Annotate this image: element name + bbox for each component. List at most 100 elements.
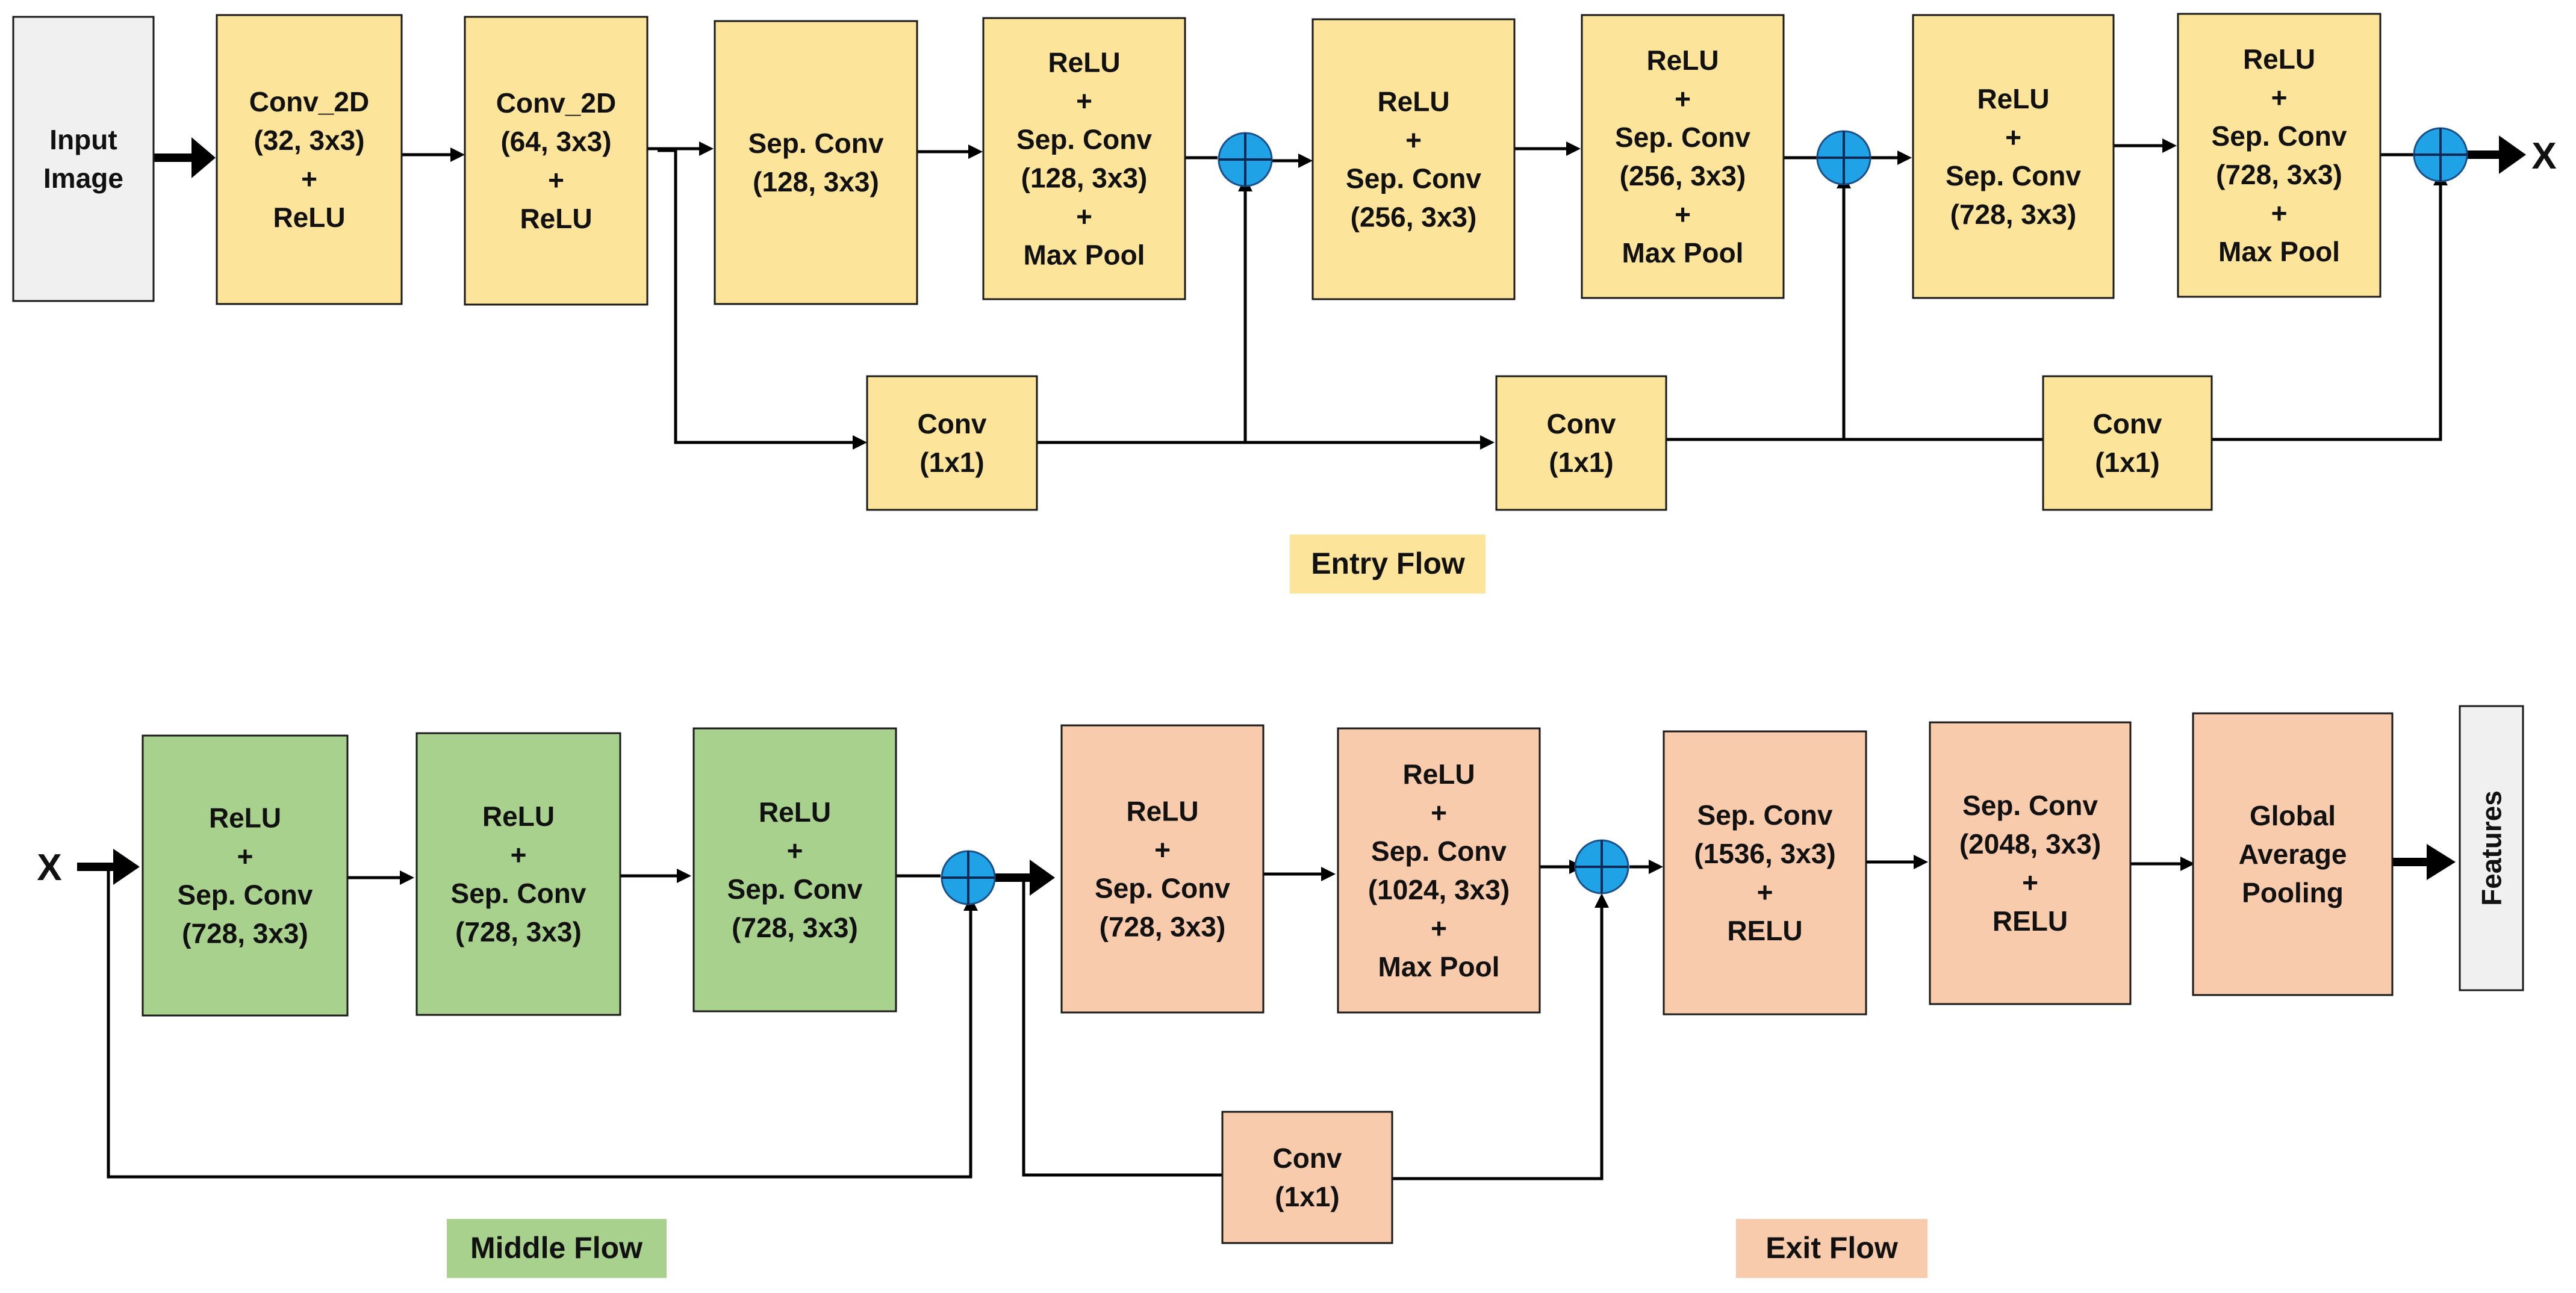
- node-relu-sepconv-256: ReLU+Sep. Conv(256, 3x3): [1311, 18, 1516, 300]
- node-features: Features: [2459, 705, 2524, 991]
- node-label-line: Sep. Conv: [1095, 873, 1230, 904]
- node-label-line: Max Pool: [1024, 240, 1145, 271]
- node-label-line: Sep. Conv: [1346, 163, 1481, 194]
- arrowhead-input: [191, 137, 216, 178]
- node-label-line: (256, 3x3): [1351, 202, 1477, 233]
- node-middle-block-2: ReLU + Sep. Conv (728, 3x3): [415, 732, 621, 1016]
- node-label-line: Input: [49, 124, 117, 155]
- node-label-line: Max Pool: [1378, 951, 1500, 982]
- arrowhead: [1298, 153, 1313, 168]
- skip-1-path: [658, 149, 855, 444]
- node-label-line: Average: [2239, 839, 2347, 870]
- node-label-line: RELU: [1993, 905, 2068, 937]
- node-sepconv-128: Sep. Conv (128, 3x3): [714, 20, 918, 305]
- node-label-line: Conv: [2093, 408, 2162, 439]
- node-label-line: +: [2271, 197, 2288, 229]
- arrowhead: [968, 144, 983, 159]
- node-relu-sepconv-128-maxpool: ReLU + Sep. Conv (128, 3x3) + Max Pool: [982, 17, 1186, 300]
- node-label-line: +: [2271, 82, 2288, 113]
- node-label-line: +: [511, 839, 527, 870]
- node-label-line: (64, 3x3): [500, 126, 611, 157]
- arrowhead-x-in: [113, 849, 140, 885]
- node-label-line: ReLU: [1048, 47, 1120, 78]
- arrowhead-features: [2427, 844, 2456, 880]
- node-label-line: +: [1431, 913, 1447, 944]
- node-label-line: +: [237, 841, 254, 872]
- adder-entry-2: [1816, 130, 1871, 185]
- node-label-line: ReLU: [1646, 45, 1719, 76]
- node-label-line: +: [548, 164, 564, 196]
- entry-flow-label: Entry Flow: [1290, 535, 1486, 594]
- node-label-line: (128, 3x3): [1021, 163, 1148, 194]
- node-label-line: Global: [2250, 800, 2336, 831]
- node-label-line: (32, 3x3): [254, 125, 364, 156]
- node-label-line: (1024, 3x3): [1368, 874, 1510, 905]
- node-sepconv-1536-relu: Sep. Conv(1536, 3x3)+RELU: [1663, 730, 1867, 1015]
- arrowhead: [1321, 867, 1336, 881]
- node-label-line: +: [301, 163, 317, 194]
- arrowhead: [1566, 141, 1581, 156]
- node-label-line: Conv: [1273, 1143, 1342, 1174]
- node-label-line: Sep. Conv: [1016, 124, 1152, 155]
- node-label-line: (1x1): [1549, 447, 1613, 478]
- arrowhead: [1480, 435, 1495, 450]
- node-label-line: +: [1757, 876, 1773, 908]
- node-conv1x1-entry-3: Conv (1x1): [2042, 375, 2213, 511]
- node-label-line: (256, 3x3): [1620, 160, 1746, 191]
- node-label-line: Max Pool: [1622, 237, 1744, 268]
- node-middle-block-3: ReLU+Sep. Conv(728, 3x3): [692, 727, 897, 1012]
- node-label-line: (2048, 3x3): [1959, 828, 2101, 860]
- skip-3-to-adder: [2212, 184, 2442, 441]
- node-exit-conv1x1: Conv (1x1): [1221, 1111, 1393, 1244]
- node-label-line: Sep. Conv: [451, 878, 586, 909]
- node-conv2d-64: Conv_2D (64, 3x3) + ReLU: [464, 16, 649, 306]
- node-label-line: ReLU: [520, 203, 592, 234]
- node-exit-relu-sepconv-1024-maxpool: ReLU+Sep. Conv(1024, 3x3)+Max Pool: [1337, 727, 1541, 1014]
- node-label-line: Conv_2D: [496, 87, 616, 119]
- node-conv2d-32: Conv_2D(32, 3x3)+ReLU: [216, 14, 403, 305]
- entry-flow-label-bg: [1290, 535, 1486, 594]
- middle-flow-label: Middle Flow: [447, 1219, 667, 1278]
- node-conv1x1-entry-2: Conv(1x1): [1495, 375, 1667, 511]
- node-label-line: Sep. Conv: [178, 879, 313, 911]
- arrowhead: [1594, 893, 1609, 908]
- node-label-line: +: [2022, 867, 2038, 898]
- node-label-line: (1x1): [1275, 1181, 1339, 1212]
- node-label-line: Sep. Conv: [1962, 790, 2098, 821]
- node-label-line: Sep. Conv: [1946, 160, 2081, 191]
- node-label-line: ReLU: [482, 801, 555, 832]
- node-label-line: (728, 3x3): [1100, 911, 1226, 943]
- node-label-line: +: [1675, 83, 1691, 114]
- node-label-line: ReLU: [2243, 43, 2315, 75]
- arrowhead: [2180, 857, 2195, 871]
- arrowhead: [450, 147, 465, 162]
- node-label-line: Sep. Conv: [2212, 120, 2347, 152]
- node-label-line: +: [1076, 85, 1092, 117]
- node-label-line: Max Pool: [2218, 236, 2340, 267]
- node-label-line: Image: [43, 163, 123, 194]
- middle-flow-label-text: Middle Flow: [470, 1231, 642, 1265]
- node-relu-sepconv-256-maxpool: ReLU+Sep. Conv(256, 3x3)+Max Pool: [1581, 14, 1785, 299]
- entry-flow-label-text: Entry Flow: [1311, 547, 1465, 580]
- arrowhead: [400, 870, 414, 885]
- node-label-line: Sep. Conv: [748, 128, 884, 159]
- node-label-line: ReLU: [1377, 86, 1449, 117]
- arrowhead: [1649, 860, 1663, 874]
- exit-flow-label-bg: [1736, 1219, 1927, 1278]
- node-label-line: (728, 3x3): [455, 916, 582, 947]
- node-label-line: RELU: [1727, 915, 1802, 946]
- arrowhead: [1897, 150, 1912, 165]
- node-label-line: (728, 3x3): [1950, 199, 2077, 230]
- node-label-line: ReLU: [1126, 796, 1198, 827]
- adder-middle: [941, 850, 996, 905]
- node-label-line: +: [2005, 122, 2021, 153]
- node-label-line: ReLU: [759, 796, 831, 828]
- node-label-line: (1x1): [2095, 447, 2159, 478]
- node-label-line: (128, 3x3): [753, 166, 879, 197]
- node-label-line: +: [1076, 201, 1092, 232]
- x-out-label: X: [2531, 135, 2556, 177]
- arrowhead: [1914, 855, 1928, 869]
- node-label-line: Features: [2476, 790, 2507, 906]
